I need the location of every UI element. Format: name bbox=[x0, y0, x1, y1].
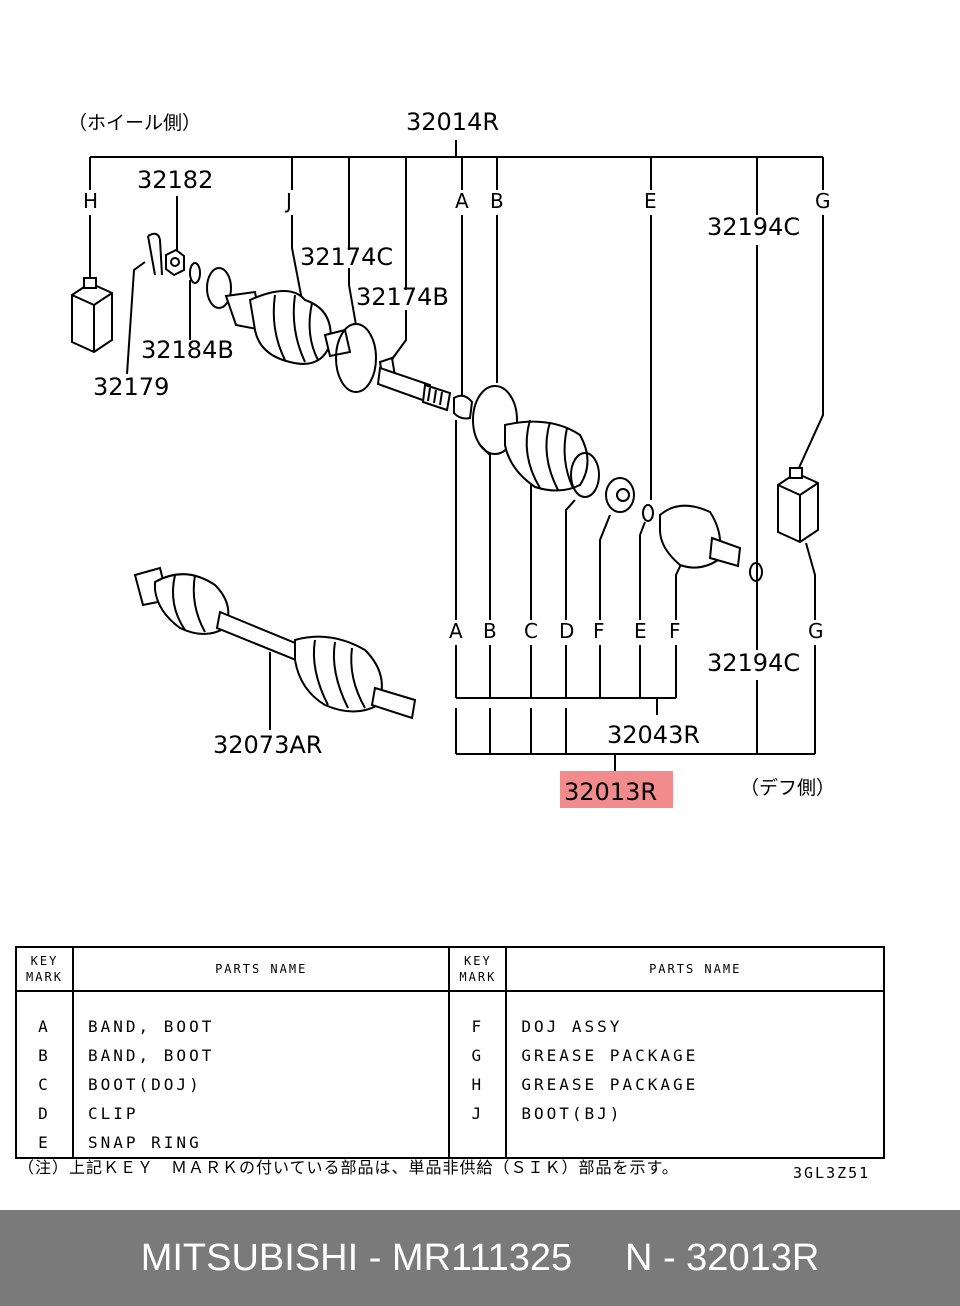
leader-lines bbox=[89, 140, 824, 771]
key-bottom-f1: F bbox=[593, 619, 605, 643]
wheel-side-label: （ホイール側） bbox=[68, 112, 201, 134]
assembled-shaft-icon bbox=[133, 566, 417, 720]
doj-housing-icon bbox=[659, 504, 742, 569]
key-cell: E bbox=[15, 1128, 74, 1159]
band-a-icon bbox=[453, 394, 474, 420]
key-cell: G bbox=[448, 1041, 508, 1070]
diff-side-label: （デフ側） bbox=[740, 777, 835, 799]
name-cell: SNAP RING bbox=[71, 1128, 451, 1159]
assembly-32014r-label: 32014R bbox=[406, 108, 499, 136]
name-cell bbox=[505, 1128, 885, 1159]
drive-shaft-icon bbox=[376, 366, 452, 412]
part-32174b-label: 32174B bbox=[356, 283, 449, 311]
parts-name-header-2: PARTS NAME bbox=[505, 946, 885, 992]
clip-d-icon bbox=[570, 452, 600, 498]
name-cell: BOOT(DOJ) bbox=[71, 1070, 451, 1099]
key-cell: B bbox=[15, 1041, 74, 1070]
assembly-32043r-label: 32043R bbox=[607, 721, 700, 749]
band-32174c-icon bbox=[335, 323, 377, 393]
key-cell: J bbox=[448, 1099, 508, 1128]
name-cell: DOJ ASSY bbox=[505, 1012, 885, 1041]
key-top-j: J bbox=[284, 189, 292, 213]
parts-diagram: （ホイール側） 32014R 32182 32174C 32174B 32184… bbox=[68, 108, 835, 808]
footer-text: MITSUBISHI - MR111325 N - 32013R bbox=[140, 1236, 820, 1279]
table-row: B BAND, BOOT G GREASE PACKAGE bbox=[15, 1041, 885, 1070]
table-row: D CLIP J BOOT(BJ) bbox=[15, 1099, 885, 1128]
part-32073ar-label: 32073AR bbox=[213, 731, 322, 759]
snap-ring-e-icon bbox=[642, 504, 654, 522]
key-bottom-c: C bbox=[524, 619, 538, 643]
key-bottom-d: D bbox=[559, 619, 574, 643]
footnote: （注）上記ＫＥＹ ＭＡＲＫの付いている部品は、単品非供給（ＳＩＫ）部品を示す。 bbox=[18, 1158, 679, 1177]
grease-package-g-icon bbox=[777, 467, 819, 544]
key-bottom-f2: F bbox=[669, 619, 681, 643]
bj-ring-icon bbox=[206, 267, 232, 309]
key-bottom-b: B bbox=[483, 619, 497, 643]
part-32182-label: 32182 bbox=[137, 166, 213, 194]
cotter-pin-icon bbox=[147, 232, 163, 276]
key-cell: A bbox=[15, 1012, 74, 1041]
key-cell: D bbox=[15, 1099, 74, 1128]
table-row: A BAND, BOOT F DOJ ASSY bbox=[15, 1012, 885, 1041]
part-32179-label: 32179 bbox=[93, 373, 169, 401]
key-bottom-a: A bbox=[449, 619, 463, 643]
assembly-32013r-label: 32013R bbox=[564, 778, 657, 806]
doj-boot-icon bbox=[504, 419, 589, 492]
name-cell: CLIP bbox=[71, 1099, 451, 1128]
part-32174c-label: 32174C bbox=[300, 243, 393, 271]
key-cell: H bbox=[448, 1070, 508, 1099]
part-32194c-bottom-label: 32194C bbox=[707, 649, 800, 677]
key-top-b: B bbox=[490, 189, 504, 213]
parts-name-header: PARTS NAME bbox=[71, 946, 451, 992]
key-top-e: E bbox=[644, 189, 657, 213]
key-bottom-e: E bbox=[634, 619, 647, 643]
key-top-h: H bbox=[83, 189, 98, 213]
drawing-code: 3GL3Z51 bbox=[793, 1164, 871, 1182]
grease-package-h-icon bbox=[71, 277, 113, 354]
name-cell: BOOT(BJ) bbox=[505, 1099, 885, 1128]
table-row: E SNAP RING bbox=[15, 1128, 885, 1159]
footer-bar: MITSUBISHI - MR111325 N - 32013R bbox=[0, 1210, 960, 1306]
key-bottom-g: G bbox=[808, 619, 824, 643]
name-cell: GREASE PACKAGE bbox=[505, 1070, 885, 1099]
name-cell: GREASE PACKAGE bbox=[505, 1041, 885, 1070]
name-cell: BAND, BOOT bbox=[71, 1012, 451, 1041]
o-ring-icon bbox=[749, 562, 763, 582]
key-top-g: G bbox=[815, 189, 831, 213]
table-row: C BOOT(DOJ) H GREASE PACKAGE bbox=[15, 1070, 885, 1099]
part-32184b-label: 32184B bbox=[141, 336, 234, 364]
name-cell: BAND, BOOT bbox=[71, 1041, 451, 1070]
key-top-a: A bbox=[455, 189, 469, 213]
washer-icon bbox=[189, 262, 201, 284]
doj-inner-icon bbox=[605, 477, 635, 513]
key-cell: F bbox=[448, 1012, 508, 1041]
part-32194c-top-label: 32194C bbox=[707, 213, 800, 241]
key-cell: C bbox=[15, 1070, 74, 1099]
bj-joint-icon bbox=[224, 290, 352, 365]
highlight-box bbox=[560, 771, 673, 808]
key-cell bbox=[448, 1128, 508, 1159]
nut-icon bbox=[165, 248, 185, 277]
band-b-icon bbox=[472, 385, 518, 455]
